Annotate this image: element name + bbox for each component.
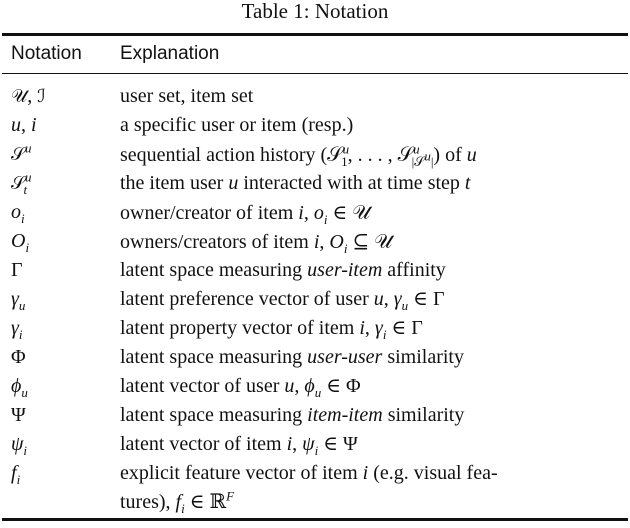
notation-cell: fi xyxy=(11,462,21,487)
bottom-rule xyxy=(2,518,628,521)
notation-cell: Φ xyxy=(11,346,26,368)
explanation-cell: latent preference vector of user u, γu ∈… xyxy=(120,288,445,313)
explanation-cell: the item user u interacted with at time … xyxy=(120,172,471,194)
notation-cell: oi xyxy=(11,201,25,226)
explanation-cell: latent vector of user u, ϕu ∈ Φ xyxy=(120,375,361,400)
explanation-cell: user set, item set xyxy=(120,85,254,107)
explanation-cell: latent property vector of item i, γi ∈ Γ xyxy=(120,317,423,342)
notation-cell: u, i xyxy=(11,114,37,136)
notation-cell: γi xyxy=(11,317,23,342)
notation-cell: Γ xyxy=(11,259,23,281)
notation-cell: 𝒮ut xyxy=(11,169,32,197)
notation-cell: 𝒰, ℐ xyxy=(11,85,46,107)
top-rule xyxy=(2,33,628,36)
explanation-cell: latent space measuring user-user similar… xyxy=(120,346,464,368)
notation-cell: γu xyxy=(11,288,26,313)
explanation-cell: a specific user or item (resp.) xyxy=(120,114,354,136)
notation-cell: Oi xyxy=(11,230,30,255)
notation-cell: ψi xyxy=(11,433,28,458)
explanation-cell: owners/creators of item i, Oi ⊆ 𝒰 xyxy=(120,229,393,256)
explanation-cell: latent vector of item i, ψi ∈ Ψ xyxy=(120,433,358,458)
header-notation: Notation xyxy=(11,43,82,64)
explanation-cell: owner/creator of item i, oi ∈ 𝒰 xyxy=(120,200,371,227)
table-caption: Table 1: Notation xyxy=(241,0,389,23)
header-explanation: Explanation xyxy=(120,43,220,64)
notation-cell: ϕu xyxy=(11,375,28,400)
explanation-cell: explicit feature vector of item i (e.g. … xyxy=(120,462,498,516)
notation-cell: 𝒮u xyxy=(11,140,32,165)
header-rule xyxy=(2,73,628,75)
explanation-cell: sequential action history (𝒮u1, . . . , … xyxy=(120,141,477,170)
explanation-cell: latent space measuring item-item similar… xyxy=(120,404,465,426)
explanation-cell: latent space measuring user-item affinit… xyxy=(120,259,446,281)
notation-cell: Ψ xyxy=(11,404,26,426)
